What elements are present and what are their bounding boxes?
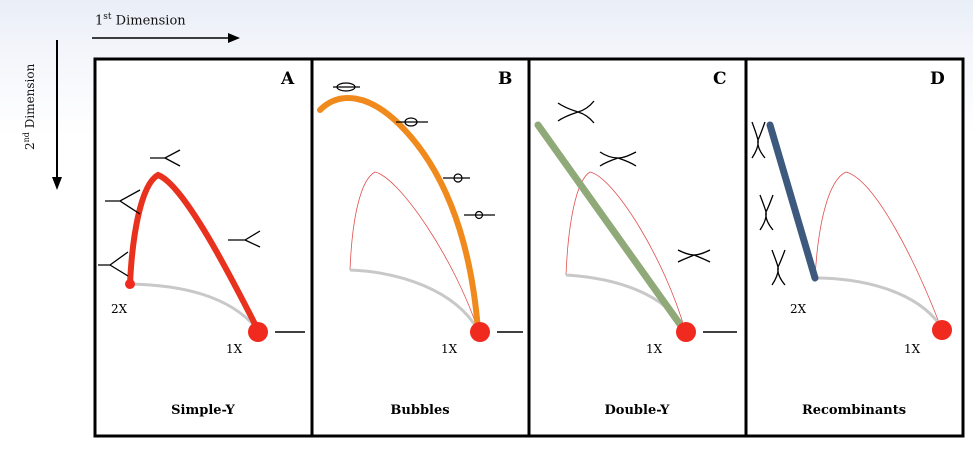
panel-a-frame: [95, 59, 312, 436]
panel-d-frame: [746, 59, 963, 436]
panel-d-2x-label: 2X: [790, 302, 807, 316]
panel-c-1x-spot: [676, 322, 696, 342]
panel-c-1x-label: 1X: [646, 342, 663, 356]
panel-b-1x-spot: [470, 322, 490, 342]
second-dimension-arrow: [52, 40, 62, 190]
panel-d-1x-label: 1X: [904, 342, 921, 356]
panel-a-1x-label: 1X: [226, 342, 243, 356]
panel-a-caption: Simple-Y: [171, 403, 235, 418]
panel-b-caption: Bubbles: [390, 403, 449, 418]
panel-a-2x-label: 2X: [111, 302, 128, 316]
panel-b-letter: B: [498, 69, 512, 89]
panel-c-frame: [529, 59, 746, 436]
panel-a-2x-spot: [125, 279, 135, 289]
panel-a-1x-spot: [248, 322, 268, 342]
panel-c-letter: C: [713, 69, 727, 89]
panel-a-letter: A: [280, 69, 295, 89]
panel-d-letter: D: [930, 69, 945, 89]
panel-b-1x-label: 1X: [441, 342, 458, 356]
panel-b-frame: [312, 59, 529, 436]
panel-c-caption: Double-Y: [605, 403, 671, 418]
first-dimension-arrow: [92, 33, 240, 43]
panel-d-caption: Recombinants: [802, 403, 906, 418]
panel-d-1x-spot: [932, 320, 952, 340]
